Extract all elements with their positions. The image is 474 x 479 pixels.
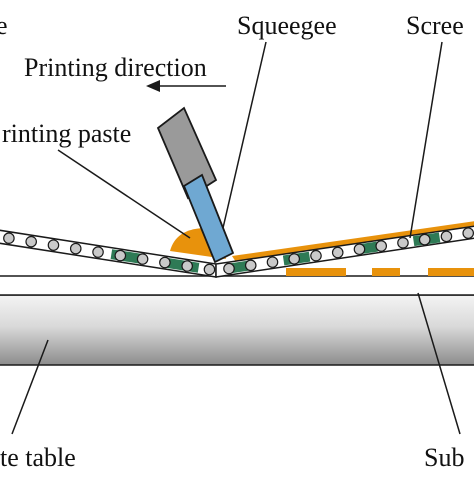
mesh-bead [159,256,171,269]
paste-deposit [428,268,474,276]
squeegee-blade [182,173,235,264]
label-substrate-table: te table [0,443,76,472]
paste-layer-on-screen [232,221,474,262]
leader-screen [409,41,443,239]
mesh-bead [331,246,344,259]
paste-deposit [372,268,400,276]
mesh-bead [25,235,37,248]
mesh-bead [223,262,235,275]
mesh-bead [203,263,216,276]
squeegee [156,106,235,264]
leader-substrate [417,292,461,435]
screen-mesh [0,225,474,278]
mesh-bead [47,239,60,251]
label-screen: Scree [406,11,464,40]
arrow-left-icon [146,80,226,92]
mesh-beads [3,227,474,276]
substrate-table [0,294,474,366]
label-printing-paste: rinting paste [2,119,131,148]
mesh-bead [181,260,193,272]
leader-squeegee [222,41,267,229]
printed-paste-deposits [286,268,474,276]
mesh-bead [114,249,127,262]
mesh-bead [462,227,474,239]
leader-printing-paste [57,149,191,239]
mesh-bead [266,256,279,268]
mesh-bead [418,233,431,246]
label-substrate: Sub [424,443,464,472]
leader-substrate-table [11,339,49,435]
mesh-bead [3,232,15,244]
mesh-bead [288,253,301,265]
mesh-bead [353,243,366,256]
mesh-bead [244,259,257,272]
paste-deposit [286,268,346,276]
label-squeegee: Squeegee [237,11,337,40]
mesh-bead [310,249,322,262]
leader-lines [11,41,461,435]
substrate-layer [0,275,474,296]
label-printing-direction: Printing direction [24,53,207,82]
label-partial-top-left: e [0,11,8,40]
mesh-bead [440,230,453,243]
mesh-bead [69,242,82,255]
mesh-bead [92,246,104,258]
mesh-bead [375,240,388,252]
mesh-strand-right [215,225,474,278]
mesh-bead [397,237,409,249]
mesh-bead [136,253,149,265]
